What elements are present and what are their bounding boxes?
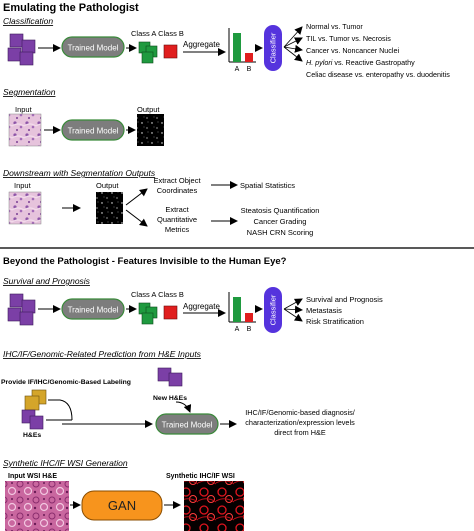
extract-quant-line2: Quantitative [157,215,197,224]
trained-model-label: Trained Model [68,44,119,53]
extract-quant-line1: Extract [165,205,189,214]
trained-model-segmentation [61,119,125,141]
trained-model-classification [61,36,125,58]
bar-label-b: B [247,66,252,73]
seg-output-mask [137,114,164,146]
output-metastasis: Metastasis [306,306,342,315]
section-title-beyond: Beyond the Pathologist - Features Invisi… [3,256,287,267]
heading-survival: Survival and Prognosis [3,276,91,286]
bar-label-a: A [235,66,240,73]
metric-steatosis: Steatosis Quantification [241,206,320,215]
trained-model-survival [61,298,125,320]
new-hes-tiles [157,367,183,387]
ds-input-image [8,191,42,225]
output-normal-tumor: Normal vs. Tumor [306,22,363,31]
aggregate-bar-chart [228,28,256,63]
new-hes-label: New H&Es [153,395,187,402]
provide-labeling: Provide IF/IHC/Genomic-Based Labeling [1,379,131,386]
classifier-label: Classifier [269,32,278,63]
trained-model-label: Trained Model [68,306,119,315]
heading-ihc: IHC/IF/Genomic-Related Prediction from H… [3,349,202,359]
synthetic-wsi-label: Synthetic IHC/IF WSI [166,473,235,480]
he-tiles-purple [21,409,44,430]
classifier-label: Classifier [269,294,278,325]
trained-model-ihc [155,413,219,435]
survival-class-a-tiles [138,302,158,325]
heading-segmentation: Segmentation [3,87,56,97]
seg-input-label: Input [15,105,33,114]
labeled-tiles-gold [24,389,47,411]
bar-label-a: A [235,326,240,333]
class-b-tile [163,44,178,59]
aggregate-label: Aggregate [183,40,220,49]
seg-output-label: Output [137,105,160,114]
output-cancer-nuclei: Cancer vs. Noncancer Nuclei [306,46,399,55]
gan-block [81,490,163,521]
aggregate-label: Aggregate [183,302,220,311]
ds-input-label: Input [14,181,32,190]
trained-model-label: Trained Model [162,421,213,430]
spatial-statistics: Spatial Statistics [240,181,295,190]
survival-input-tiles [7,293,36,326]
ihc-output-line2: characterization/expression levels [245,418,355,427]
classification-fan-arrows [283,26,303,62]
survival-classifier-pill [264,287,282,333]
ds-output-mask [96,192,123,224]
class-header: Class A Class B [131,290,184,299]
section-title-emulating: Emulating the Pathologist [3,2,139,14]
input-wsi-image [5,481,69,531]
synthetic-wsi-image [184,481,244,531]
classifier-pill [264,25,282,71]
seg-input-image [8,113,42,147]
output-survival: Survival and Prognosis [306,295,383,304]
input-tiles-purple [7,33,36,66]
class-a-tiles [138,41,158,64]
gan-label: GAN [108,498,136,513]
hes-label: H&Es [23,432,41,439]
heading-classification: Classification [3,16,53,26]
extract-quant-line3: Metrics [165,225,189,234]
ihc-output-line3: direct from H&E [274,428,326,437]
output-risk: Risk Stratification [306,317,364,326]
ds-output-label: Output [96,181,119,190]
survival-bar-chart [228,292,256,323]
input-wsi-label: Input WSI H&E [8,473,57,480]
ihc-output-line1: IHC/IF/Genomic-based diagnosis/ [245,408,355,417]
survival-fan-arrows [283,298,303,322]
output-celiac: Celiac disease vs. enteropathy vs. duode… [306,70,450,79]
output-til-tumor-necrosis: TIL vs. Tumor vs. Necrosis [306,34,391,43]
survival-class-b-tile [163,305,178,320]
heading-synthetic: Synthetic IHC/IF WSI Generation [3,458,128,468]
heading-downstream: Downstream with Segmentation Outputs [3,168,156,178]
class-header: Class A Class B [131,29,184,38]
extract-object-line1: Extract Object [153,176,201,185]
trained-model-label: Trained Model [68,127,119,136]
metric-nash: NASH CRN Scoring [247,228,314,237]
bar-label-b: B [247,326,252,333]
extract-object-line2: Coordinates [157,186,198,195]
output-h-pylori: H. pylori vs. Reactive Gastropathy [306,58,415,67]
metric-cancer-grading: Cancer Grading [254,217,307,226]
